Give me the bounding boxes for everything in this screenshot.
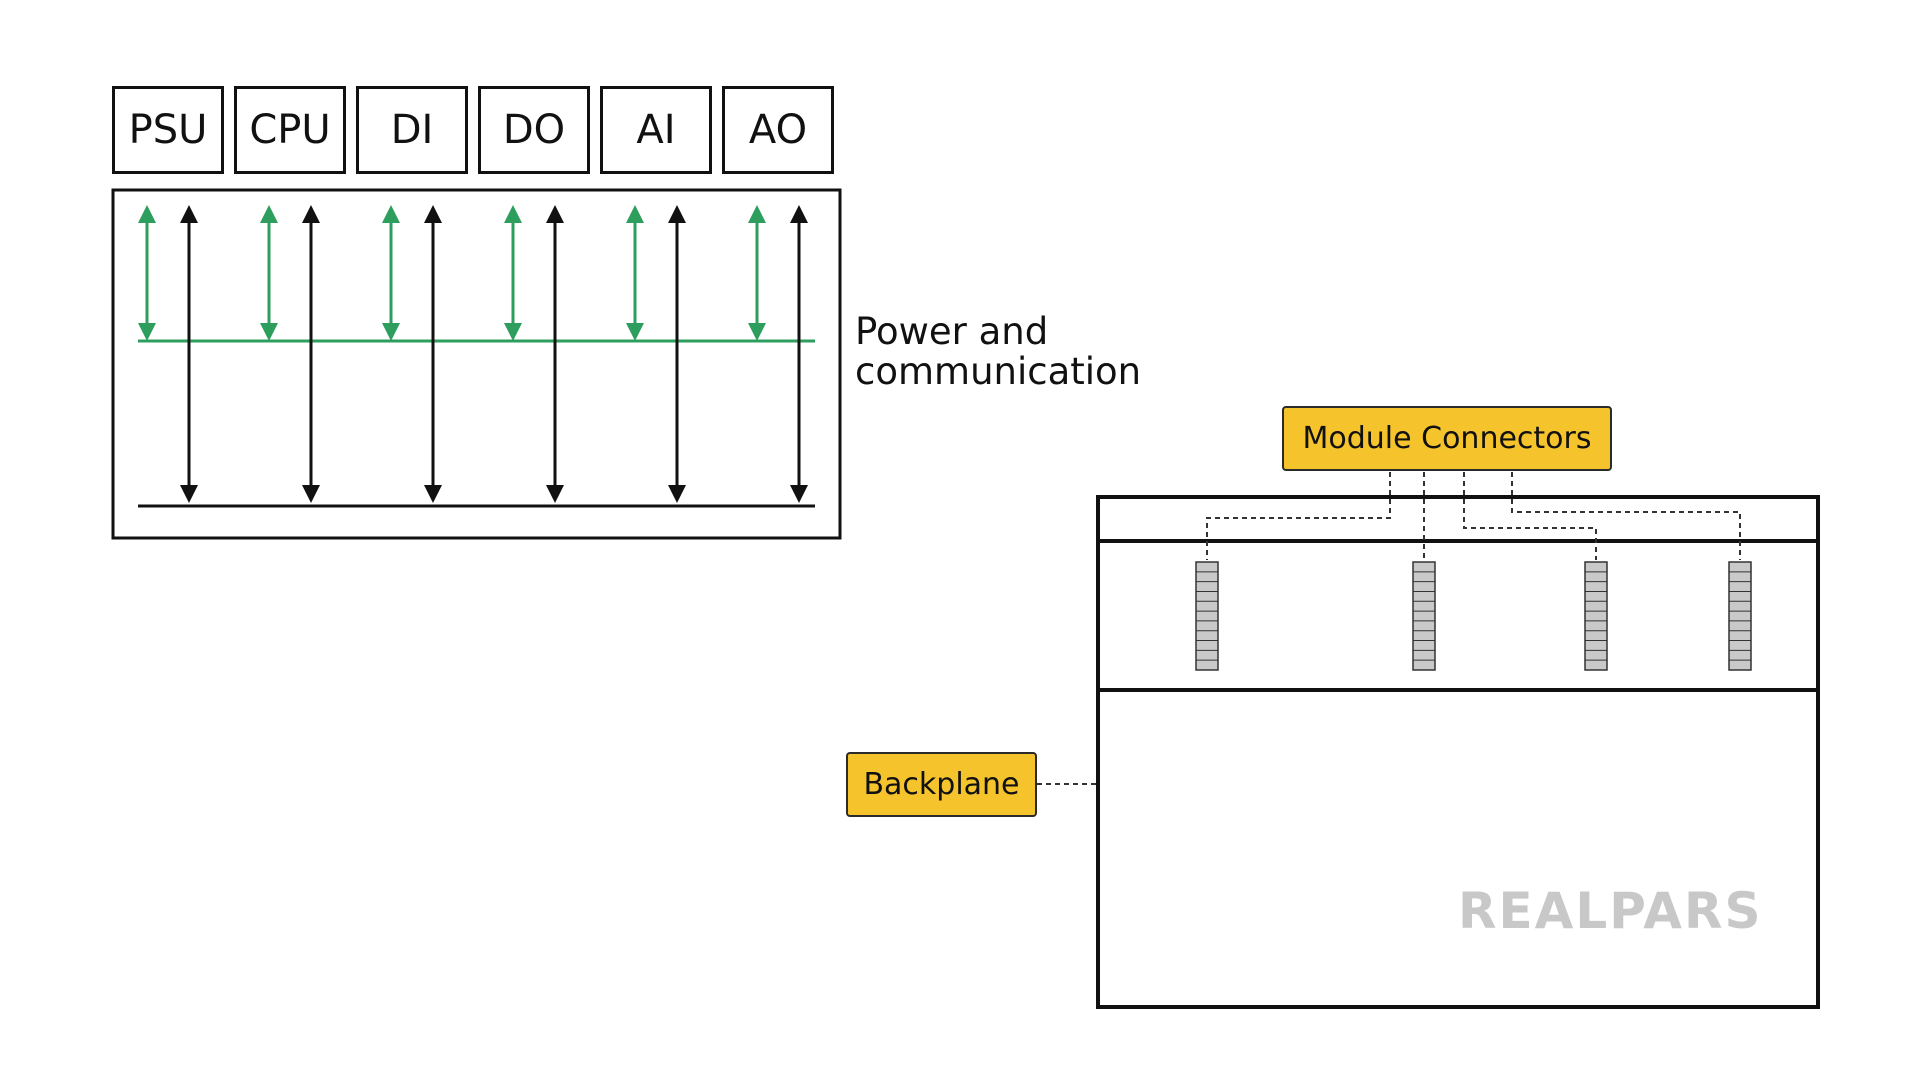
module-label: DO <box>502 107 566 153</box>
module-connector-2 <box>1412 561 1436 671</box>
callout-label: Module Connectors <box>1302 421 1592 456</box>
module-label: PSU <box>128 107 208 153</box>
module-label: CPU <box>249 107 331 153</box>
bus-caption: Power and communication <box>855 312 1155 392</box>
module-psu: PSU <box>112 86 224 174</box>
bus-caption-text: Power and communication <box>855 310 1142 393</box>
leader-line-connector-4 <box>1511 472 1741 560</box>
module-connectors-callout: Module Connectors <box>1282 406 1612 471</box>
module-connector-4 <box>1728 561 1752 671</box>
module-connectors <box>1195 561 1752 671</box>
bus-frame <box>111 188 842 540</box>
module-do: DO <box>478 86 590 174</box>
bus-arrows <box>138 205 808 503</box>
leader-line-connector-3 <box>1463 472 1597 560</box>
chassis-outline <box>1096 495 1820 1009</box>
module-label: DI <box>390 107 434 153</box>
module-label: AI <box>636 107 676 153</box>
module-cpu: CPU <box>234 86 346 174</box>
module-ao: AO <box>722 86 834 174</box>
watermark-text: REALPARS <box>1458 882 1763 940</box>
module-label: AO <box>748 107 808 153</box>
connector-leader-lines <box>1206 472 1741 560</box>
callout-label: Backplane <box>863 767 1020 802</box>
realpars-logo: REALPARS <box>1458 882 1762 940</box>
module-di: DI <box>356 86 468 174</box>
leader-line-connector-1 <box>1206 472 1391 560</box>
module-connector-1 <box>1195 561 1219 671</box>
module-ai: AI <box>600 86 712 174</box>
module-connector-3 <box>1584 561 1608 671</box>
backplane-callout: Backplane <box>846 752 1037 817</box>
